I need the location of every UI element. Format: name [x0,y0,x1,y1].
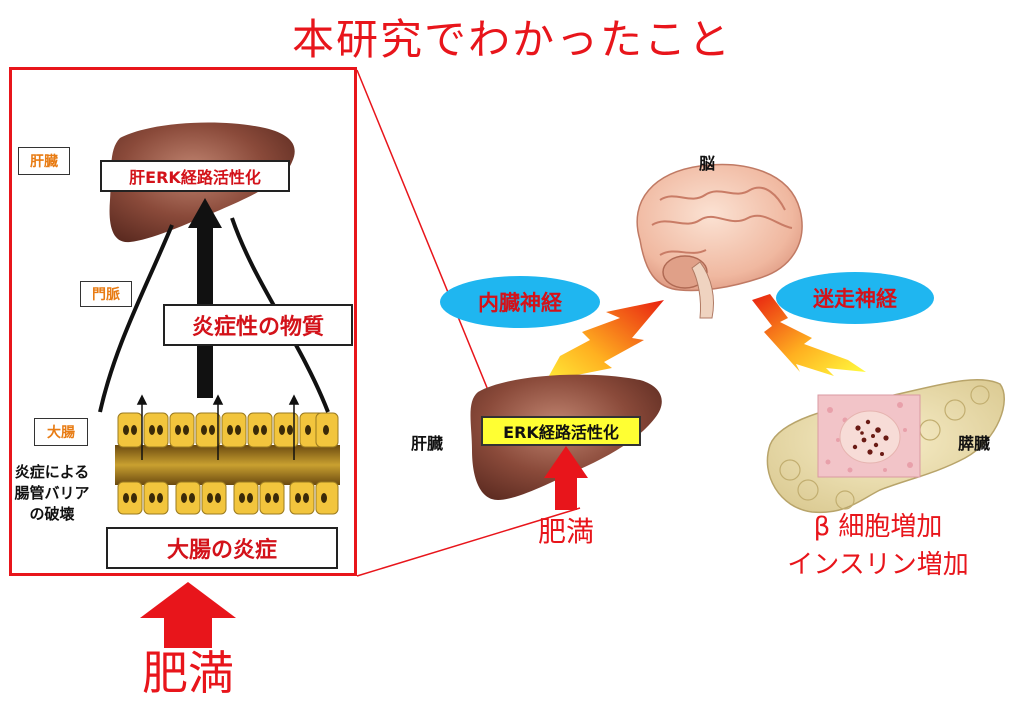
obesity-label-left: 肥満 [142,646,234,700]
portal-vein-left [98,224,174,413]
vagus-nerve-ellipse: 迷走神経 [776,272,934,324]
cell-nuclei [123,425,329,503]
zoom-line-bottom [356,507,581,577]
brainstem [691,261,714,319]
barrier-line-2: 腸管バリア [14,484,90,502]
obesity-label-right: 肥満 [537,515,594,548]
visceral-nerve-ellipse: 内臓神経 [440,276,600,328]
leak-arrows [136,394,300,460]
brain-icon [636,163,803,319]
inflammatory-substances-label: 炎症性の物質 [163,304,353,346]
nerve-signal-arrow-icon [752,294,866,376]
zoom-panel [9,67,357,576]
cerebellum [662,255,708,289]
obesity-arrow-left [140,582,236,648]
pancreas-result-text: β 細胞増加 インスリン増加 [752,508,1004,584]
intestine-illustration [115,394,340,515]
beta-cell-increase-text: β 細胞増加 [813,512,943,542]
up-arrow-icon [188,198,222,398]
liver-tag: 肝臓 [18,147,70,175]
liver-label-right: 肝臓 [411,434,444,453]
epithelial-cells-bottom [117,481,339,515]
pancreas-label: 膵臓 [958,434,991,453]
erk-activation-label: ERK経路活性化 [481,416,641,446]
up-arrow-icon [544,446,588,510]
liver-erk-activation-label: 肝ERK経路活性化 [100,160,290,192]
page-title: 本研究でわかったこと [291,15,732,64]
colon-inflammation-label: 大腸の炎症 [106,527,338,569]
portal-vein-tag: 門脈 [80,281,132,307]
nerve-signal-arrow-icon [540,300,664,398]
islet-histology-image [817,394,921,478]
large-intestine-tag: 大腸 [34,418,88,446]
insulin-increase-text: インスリン増加 [787,550,969,580]
barrier-breakdown-text: 炎症による 腸管バリア の破壊 [8,462,96,525]
barrier-line-3: の破壊 [29,505,75,523]
zoom-line-top [356,69,491,396]
barrier-line-1: 炎症による [14,463,90,481]
brain-label: 脳 [699,154,716,173]
